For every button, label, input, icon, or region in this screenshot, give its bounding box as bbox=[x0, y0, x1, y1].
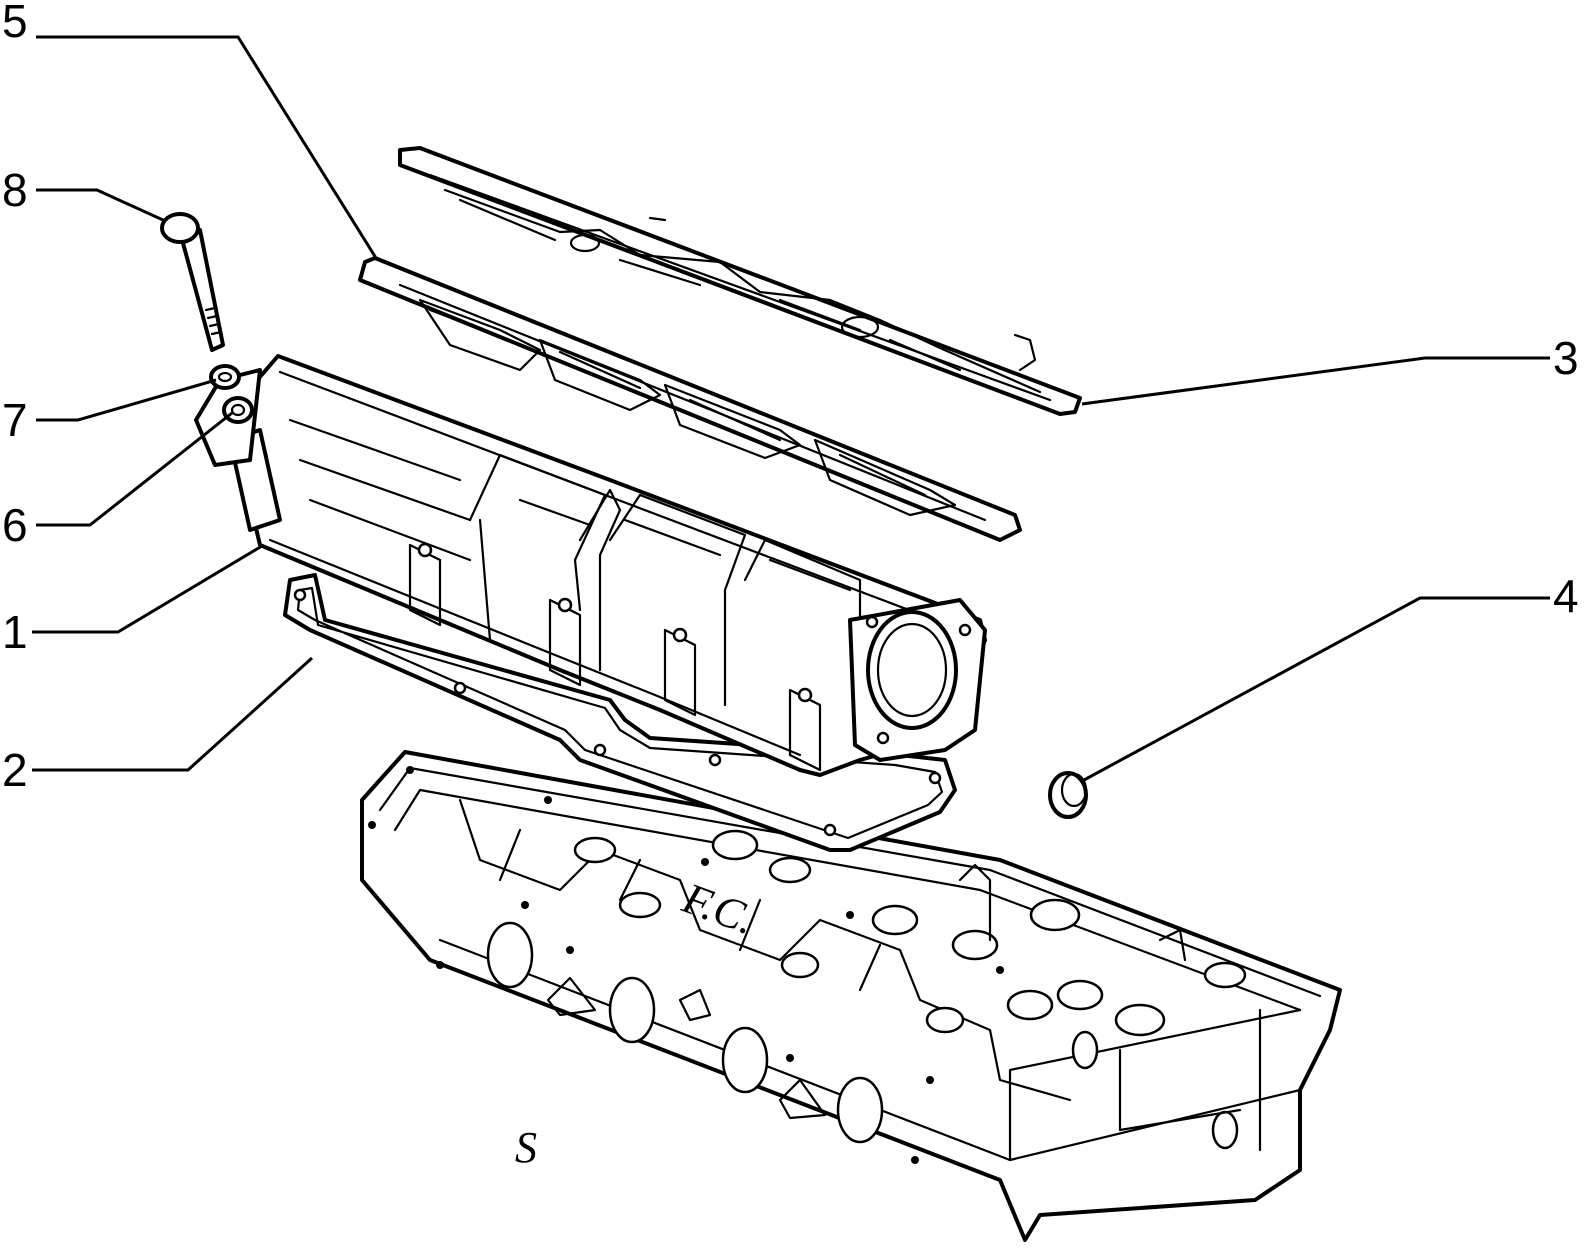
callout-6: 6 bbox=[2, 499, 28, 551]
cylinder-head: F.C. bbox=[360, 750, 1342, 1242]
leader-2 bbox=[32, 656, 314, 772]
leader-1 bbox=[32, 544, 263, 634]
lower-gasket bbox=[283, 573, 957, 852]
leader-3 bbox=[1081, 356, 1550, 406]
callout-5: 5 bbox=[2, 0, 28, 47]
leader-8 bbox=[36, 188, 164, 222]
bolt bbox=[160, 212, 225, 352]
callout-7: 7 bbox=[2, 394, 28, 446]
leader-6 bbox=[36, 411, 233, 527]
filler-cap bbox=[1048, 771, 1088, 819]
baffle-plate bbox=[398, 146, 1082, 416]
valve-cover bbox=[194, 354, 987, 777]
leader-lines bbox=[32, 35, 1550, 782]
callout-1: 1 bbox=[2, 606, 28, 658]
leader-5 bbox=[36, 35, 378, 259]
corner-mark: S bbox=[515, 1123, 537, 1172]
grommet-6 bbox=[222, 396, 254, 424]
callout-labels: 1 2 3 4 5 6 7 8 bbox=[2, 0, 1579, 796]
washer-7 bbox=[209, 364, 241, 390]
callout-3: 3 bbox=[1553, 332, 1579, 384]
leader-4 bbox=[1083, 596, 1550, 782]
callout-2: 2 bbox=[2, 744, 28, 796]
callout-8: 8 bbox=[2, 164, 28, 216]
callout-4: 4 bbox=[1553, 570, 1579, 622]
leader-7 bbox=[36, 378, 217, 422]
